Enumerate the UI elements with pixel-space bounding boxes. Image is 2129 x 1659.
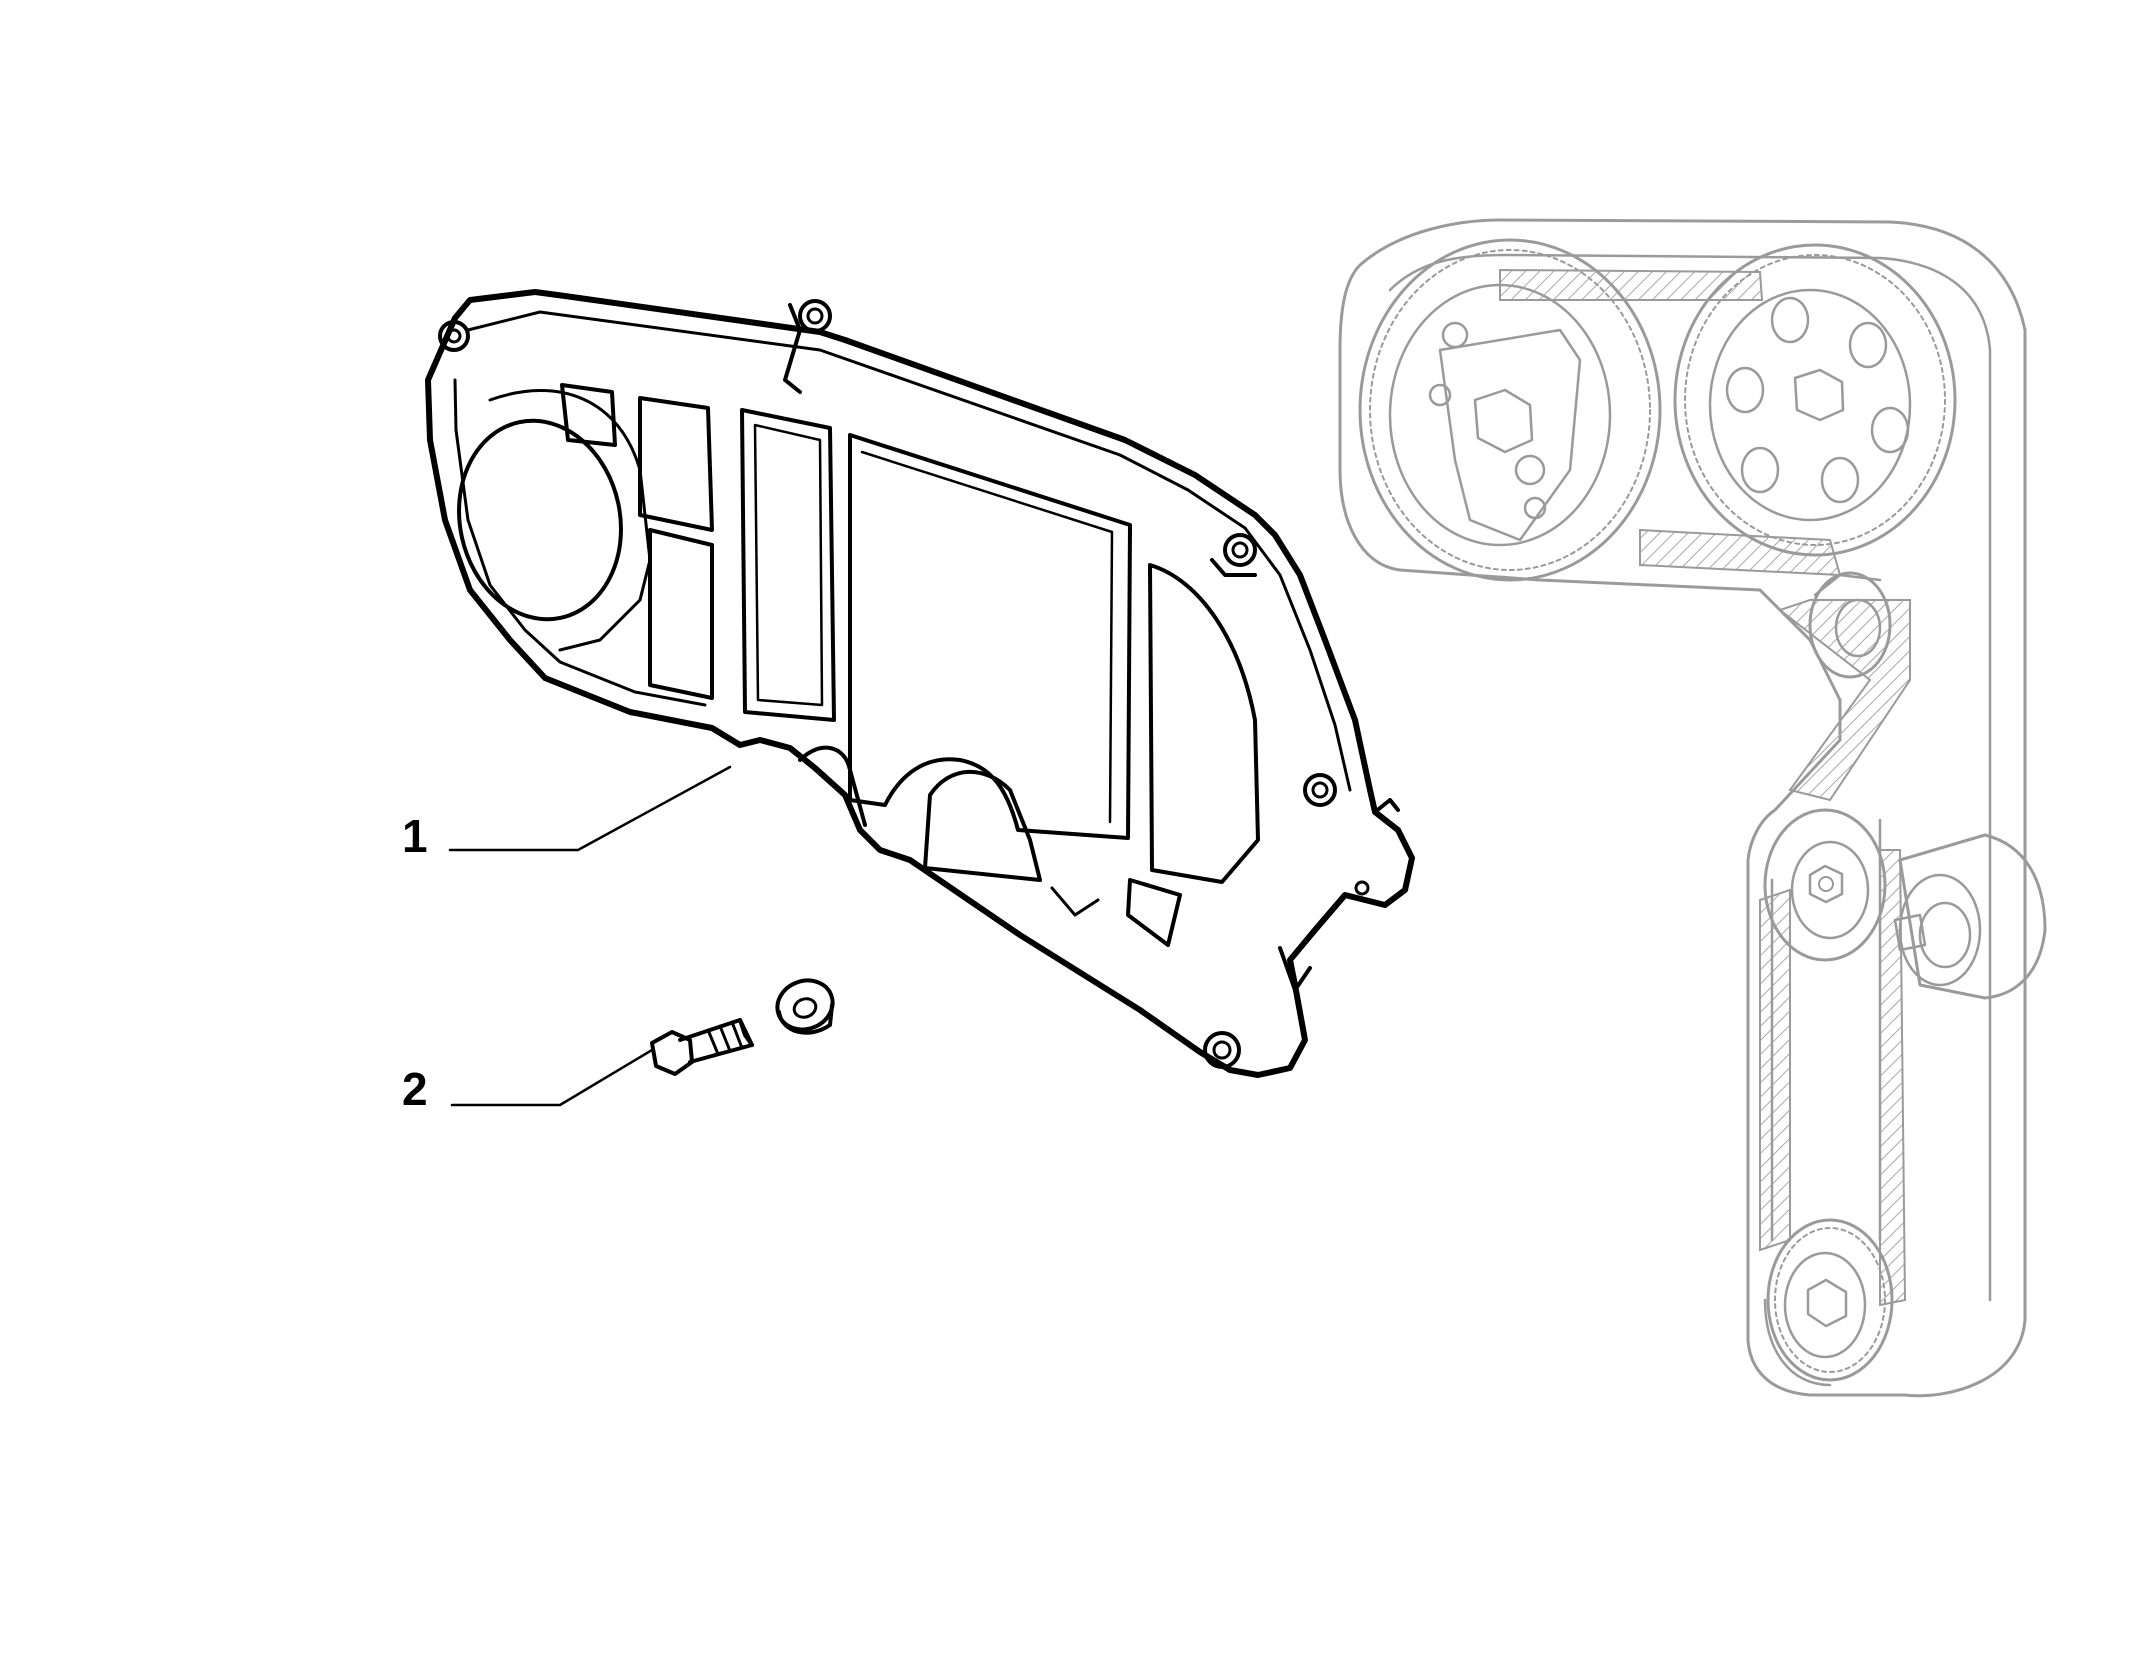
washer xyxy=(775,978,835,1035)
leader-line-2 xyxy=(450,1048,654,1107)
callout-number-1: 1 xyxy=(402,810,428,862)
tensioner-bracket xyxy=(1893,833,2047,1000)
leader-line-1 xyxy=(448,765,732,852)
callout-number-2: 2 xyxy=(402,1063,428,1115)
callout-1: 1 xyxy=(402,765,732,862)
timing-belt-cover xyxy=(425,289,1415,1078)
idler-roller xyxy=(1808,571,1892,679)
timing-belt-reference xyxy=(1338,218,2047,1398)
crankshaft-pulley xyxy=(1766,1218,1894,1382)
bolt xyxy=(650,1018,754,1076)
left-camshaft-pulley xyxy=(1358,238,1662,582)
tensioner-pulley xyxy=(1763,808,1887,962)
callout-2: 2 xyxy=(402,1048,654,1115)
right-camshaft-pulley xyxy=(1673,243,1957,557)
